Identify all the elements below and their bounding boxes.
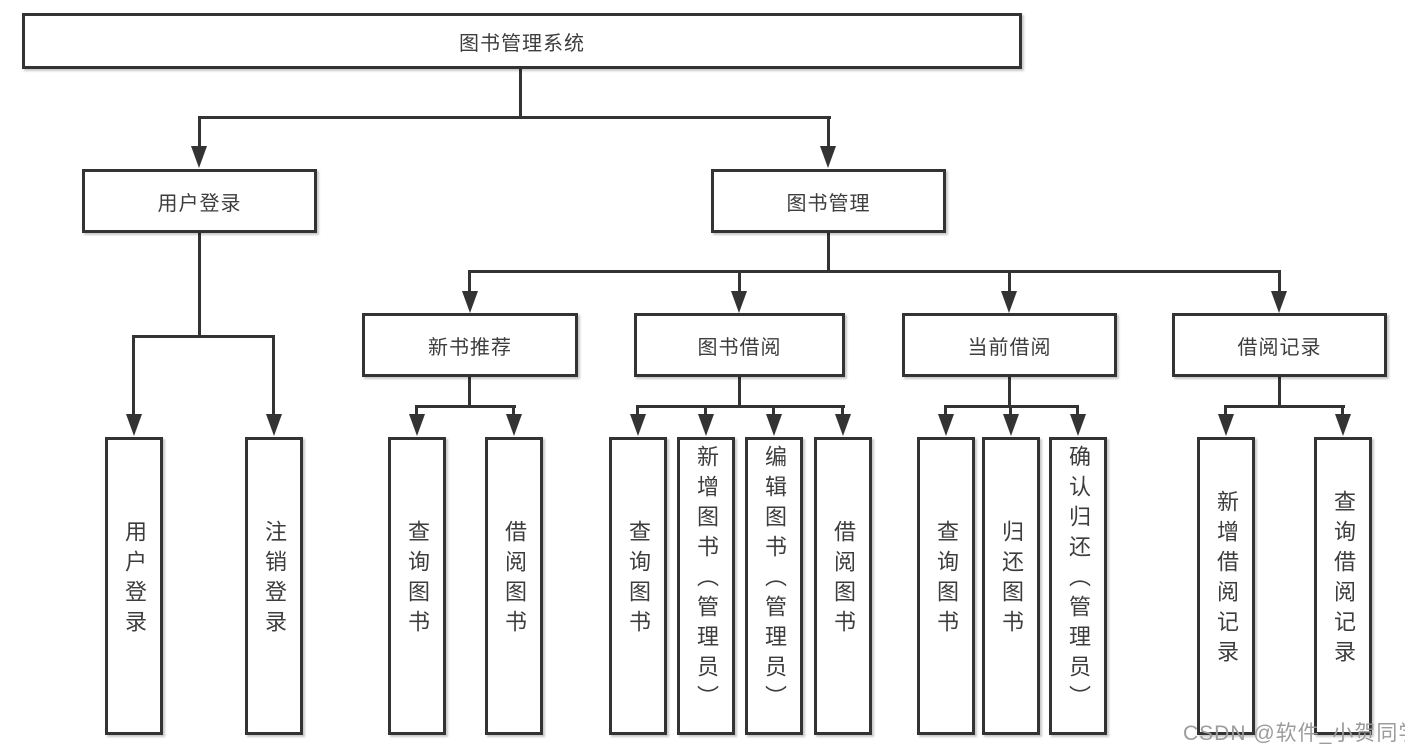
connector-bb-drop <box>738 377 741 408</box>
watermark-text: CSDN @软件_小贺同学 <box>1183 722 1405 745</box>
connector-shaft-leaf <box>1076 408 1079 418</box>
connector-cb-bar <box>944 405 1079 408</box>
leaf-query-books-current: 查询图书 <box>917 437 975 735</box>
node-current-borrowing: 当前借阅 <box>902 313 1117 377</box>
connector-root-bar <box>198 116 831 119</box>
node-book-borrowing: 图书借阅 <box>634 313 845 377</box>
connector-shaft-leaf <box>415 408 418 418</box>
connector-bookmgmt-drop <box>827 233 830 273</box>
leaf-borrow-books-borrowing: 借阅图书 <box>814 437 872 735</box>
connector-shaft-l3 <box>468 273 471 293</box>
arrowhead-down-icon <box>835 414 851 436</box>
connector-br-drop <box>1278 377 1281 408</box>
connector-shaft-leaf <box>512 408 515 418</box>
connector-shaft-book-mgmt <box>827 119 830 148</box>
arrowhead-down-icon <box>1003 414 1019 436</box>
connector-shaft-leaf <box>1009 408 1012 418</box>
arrowhead-down-icon <box>766 414 782 436</box>
connector-shaft-leaf <box>636 408 639 418</box>
arrowhead-down-icon <box>1218 414 1234 436</box>
leaf-query-borrow-record: 查询借阅记录 <box>1314 437 1372 735</box>
arrowhead-down-icon <box>1001 291 1017 313</box>
leaf-edit-book-admin: 编辑图书（管理员） <box>745 437 803 735</box>
connector-bookmgmt-bar <box>468 270 1281 273</box>
leaf-user-login: 用户登录 <box>105 437 163 735</box>
arrowhead-down-icon <box>266 414 282 436</box>
arrowhead-down-icon <box>506 414 522 436</box>
node-user-login: 用户登录 <box>82 169 317 233</box>
connector-shaft-leaf <box>1224 408 1227 418</box>
arrowhead-down-icon <box>1335 414 1351 436</box>
node-borrowing-records: 借阅记录 <box>1172 313 1387 377</box>
connector-shaft-leaf <box>272 338 275 416</box>
connector-shaft-user-login <box>198 119 201 148</box>
connector-shaft-leaf <box>1341 408 1344 418</box>
leaf-return-books: 归还图书 <box>982 437 1040 735</box>
connector-shaft-leaf <box>841 408 844 418</box>
leaf-borrow-books-recommend: 借阅图书 <box>485 437 543 735</box>
connector-cb-drop <box>1008 377 1011 408</box>
leaf-logout: 注销登录 <box>245 437 303 735</box>
connector-root-drop <box>519 69 522 117</box>
arrowhead-down-icon <box>126 414 142 436</box>
node-library-management-system: 图书管理系统 <box>22 13 1022 69</box>
leaf-add-borrow-record: 新增借阅记录 <box>1197 437 1255 735</box>
connector-userlogin-bar <box>132 335 275 338</box>
arrowhead-down-icon <box>698 414 714 436</box>
arrowhead-down-icon <box>191 146 207 168</box>
leaf-confirm-return-admin: 确认归还（管理员） <box>1049 437 1107 735</box>
arrowhead-down-icon <box>938 414 954 436</box>
arrowhead-down-icon <box>462 291 478 313</box>
connector-nbr-bar <box>415 405 516 408</box>
arrowhead-down-icon <box>1070 414 1086 436</box>
leaf-query-books-recommend: 查询图书 <box>388 437 446 735</box>
connector-br-bar <box>1224 405 1345 408</box>
connector-shaft-l3 <box>1278 273 1281 293</box>
arrowhead-down-icon <box>409 414 425 436</box>
connector-shaft-leaf <box>704 408 707 418</box>
leaf-query-books-borrowing: 查询图书 <box>609 437 667 735</box>
node-new-book-recommend: 新书推荐 <box>362 313 578 377</box>
arrowhead-down-icon <box>630 414 646 436</box>
node-book-management: 图书管理 <box>711 169 946 233</box>
connector-userlogin-drop <box>198 233 201 338</box>
leaf-add-book-admin: 新增图书（管理员） <box>677 437 735 735</box>
connector-shaft-leaf <box>944 408 947 418</box>
connector-bb-bar <box>636 405 845 408</box>
arrowhead-down-icon <box>820 146 836 168</box>
connector-nbr-drop <box>468 377 471 408</box>
connector-shaft-l3 <box>1008 273 1011 293</box>
arrowhead-down-icon <box>731 291 747 313</box>
connector-shaft-leaf <box>132 338 135 416</box>
connector-shaft-leaf <box>772 408 775 418</box>
arrowhead-down-icon <box>1271 291 1287 313</box>
connector-shaft-l3 <box>738 273 741 293</box>
